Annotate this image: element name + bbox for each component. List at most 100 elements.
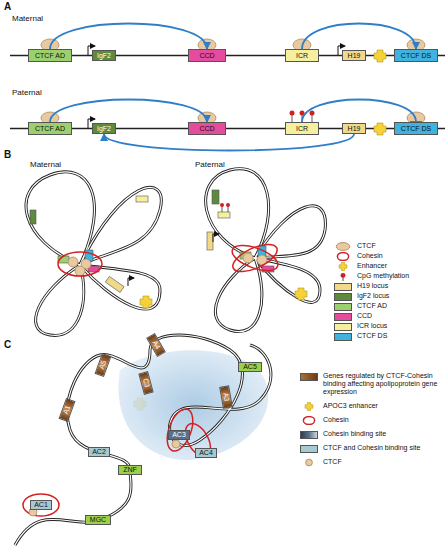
binding-site: AC1 (30, 500, 52, 510)
node-text: AC5 (243, 363, 257, 371)
legend-item: IgF2 locus (334, 292, 389, 301)
chromatin-loop (26, 172, 94, 265)
node-text: CTCF DS (401, 125, 431, 133)
chromatin-fiber (15, 335, 271, 545)
promoter-arrow (128, 234, 219, 286)
legend-text: CpG methylation (357, 272, 409, 280)
promoter-arrow (213, 234, 219, 242)
ctcf-protein (29, 440, 180, 516)
cohesin-ring (23, 494, 59, 516)
gene-box: ZNF (118, 465, 142, 475)
legend-item: CTCF (334, 242, 376, 251)
promoter-arrow (128, 278, 134, 286)
legend-icon (337, 253, 348, 261)
legend-swatch (334, 293, 352, 301)
legend-text: Cohesin (323, 416, 349, 424)
node-text: CTCF DS (401, 52, 431, 60)
legend-icon (334, 242, 352, 251)
ctcf-site: CTCF AD (28, 49, 72, 62)
legend-swatch (334, 283, 352, 291)
node-text: ZNF (123, 466, 137, 474)
enhancer-symbol (295, 288, 307, 300)
ctcf-protein (243, 253, 253, 263)
cohesin-ring (23, 406, 216, 516)
panel-letter: B (4, 150, 11, 159)
chromatin-loop (80, 265, 160, 309)
legend-text: CTCF (357, 242, 376, 250)
node-text: ICR (296, 125, 308, 133)
methylation-mark (220, 203, 224, 207)
legend-swatch (300, 373, 318, 381)
node-text: AC4 (199, 449, 213, 457)
legend-icon (303, 417, 314, 425)
binding-site: AC2 (88, 447, 110, 457)
methylation-mark (300, 111, 305, 116)
legend-item: CTCF and Cohesin binding site (300, 444, 420, 453)
ctcf-site: CTCF AD (28, 122, 72, 135)
icr-box: ICR (285, 49, 319, 62)
legend-text: H19 locus (357, 282, 388, 290)
legend-swatch (334, 323, 352, 331)
legend-swatch (334, 313, 352, 321)
binding-site: AC3 (168, 430, 190, 440)
legend-icon (341, 273, 346, 278)
legend-item: ICR locus (334, 322, 387, 331)
node-text: CCD (199, 125, 214, 133)
legend-icon (334, 272, 352, 281)
legend-item: Enhancer (334, 262, 387, 271)
interaction-arrow (302, 24, 416, 50)
legend-item: Cohesin (300, 416, 349, 425)
cohesin-ring (58, 239, 281, 277)
legend-text: Cohesin (357, 252, 383, 260)
node-text: AC3 (172, 431, 186, 439)
chromatin-fiber (15, 335, 271, 545)
node-text: C3 (141, 378, 151, 389)
chromatin-loop (80, 265, 160, 309)
gene-box: A1 (59, 398, 76, 422)
chromatin-loop (26, 172, 94, 265)
methylation-mark (290, 111, 295, 116)
node-text: H19 (348, 52, 361, 60)
ctcf-protein (75, 266, 85, 276)
legend-icon (300, 402, 318, 411)
legend-text: CTCF (323, 458, 342, 466)
legend-item: CpG methylation (334, 272, 409, 281)
node-text: H19 (348, 125, 361, 133)
legend-item: Genes regulated by CTCF-Cohesin binding … (300, 372, 443, 396)
locus-block (218, 212, 230, 218)
locus-block (207, 232, 213, 250)
enhancer-symbol (140, 296, 152, 308)
ctcf-protein (41, 39, 425, 124)
locus-block (136, 196, 148, 202)
ctcf-protein (172, 440, 180, 448)
legend-icon (339, 263, 347, 271)
enhancer-symbol (374, 50, 386, 135)
cohesin-ring (162, 406, 198, 455)
legend-icon (336, 243, 350, 251)
legend-icon (334, 262, 352, 271)
legend-item: CCD (334, 312, 372, 321)
binding-site: AC4 (195, 448, 217, 458)
legend-item: Cohesin (334, 252, 383, 261)
legend-icon (305, 403, 313, 411)
allele-label: Paternal (12, 88, 42, 97)
ctcf-protein (68, 257, 78, 267)
legend-item: APOC3 enhancer (300, 402, 378, 411)
legend-text: Enhancer (357, 262, 387, 270)
gene-box: IgF2 (92, 50, 116, 61)
chromatin-line (10, 56, 445, 129)
gene-box: MGC (85, 515, 111, 525)
chromatin-fiber (15, 335, 271, 545)
node-text: AC2 (92, 448, 106, 456)
legend-icon (306, 459, 313, 466)
node-text: CCD (199, 52, 214, 60)
node-text: CTCF AD (35, 52, 65, 60)
node-text: CTCF AD (35, 125, 65, 133)
interaction-arrow (104, 134, 354, 151)
methylation-mark (220, 203, 230, 212)
ctcf-site: CCD (188, 49, 226, 62)
node-text: A1 (62, 405, 72, 416)
legend-text: CTCF DS (357, 332, 387, 340)
legend-icon (300, 458, 318, 467)
legend-swatch (300, 445, 318, 453)
